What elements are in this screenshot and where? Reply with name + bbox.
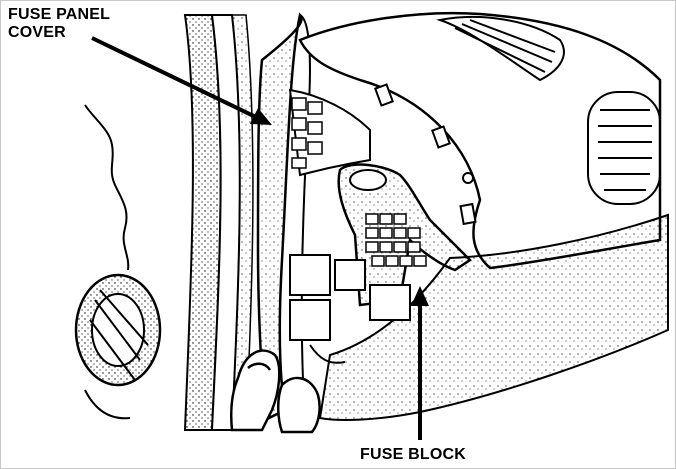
fuse-block-area (288, 88, 472, 364)
door-pillar (183, 14, 254, 431)
hands (230, 349, 321, 434)
fuse-panel-cover-arrow (91, 36, 272, 125)
fuse-block-arrow (411, 286, 429, 440)
door-trim-line (84, 104, 130, 271)
fuse-block-label: FUSE BLOCK (360, 446, 466, 463)
air-vent-right (587, 91, 661, 205)
fuse-panel-cover-label-line2: COVER (8, 24, 66, 41)
connectors (289, 254, 411, 364)
dashboard-panel (298, 11, 669, 421)
door-grommet (74, 273, 162, 420)
panel-tabs (374, 83, 477, 226)
fuse-rows (291, 97, 323, 169)
fuse-block-grid (365, 213, 427, 267)
fuse-panel-cover-label: FUSE PANEL COVER (8, 6, 110, 42)
fuse-panel-cover-label-line1: FUSE PANEL (8, 6, 111, 23)
air-vent-top (436, 15, 565, 82)
